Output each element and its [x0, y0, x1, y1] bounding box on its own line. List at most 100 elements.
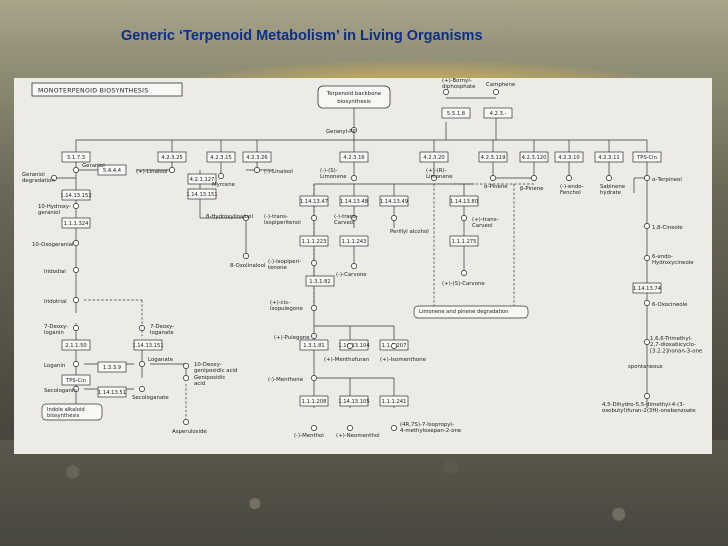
compound-iridotrial[interactable]: Iridotrial	[44, 297, 79, 305]
compound-carvone-m[interactable]: (-)-Carvone	[336, 263, 367, 278]
compound-myrcene[interactable]: Myrcene	[212, 173, 236, 188]
compound-geraniol[interactable]: Geraniol	[73, 163, 105, 173]
compound-node[interactable]	[183, 419, 189, 425]
enzyme-box[interactable]: 1.14.13.51	[97, 386, 127, 398]
enzyme-box[interactable]: 1.14.13.151	[186, 188, 218, 200]
enzyme-box[interactable]: 4.2.3.120	[519, 151, 549, 163]
enzyme-box[interactable]: 1.1.1.223	[299, 235, 329, 247]
compound-node[interactable]	[644, 393, 650, 399]
enzyme-box[interactable]: 1.14.13.104	[338, 339, 370, 351]
compound-iridodial[interactable]: Iridodial	[44, 267, 79, 275]
enzyme-box[interactable]: 4.2.3.-	[483, 107, 513, 119]
compound-node[interactable]	[347, 343, 353, 349]
compound-camphene[interactable]: Camphene	[486, 82, 516, 95]
compound-node[interactable]	[311, 375, 317, 381]
enzyme-box[interactable]: 4.2.3.26	[242, 151, 272, 163]
compound-a-terpineol[interactable]: α-Terpineol	[644, 175, 682, 183]
enzyme-box[interactable]: 1.3.1.81	[299, 339, 329, 351]
enzyme-box[interactable]: 4.2.3.15	[206, 151, 236, 163]
compound-cis-isopulegone[interactable]: (+)-cis-Isopulegone	[270, 300, 317, 312]
compound-fenchol[interactable]: (-)-endo-Fenchol	[560, 175, 584, 196]
compound-node[interactable]	[347, 425, 353, 431]
compound-linalool-m[interactable]: (-)-Linalool	[254, 167, 293, 175]
compound-carveol-m[interactable]: (-)-trans-Carveol	[334, 214, 358, 226]
compound-node[interactable]	[351, 263, 357, 269]
compound-node[interactable]	[461, 270, 467, 276]
compound-node[interactable]	[311, 425, 317, 431]
compound-endo-hydroxy[interactable]: 6-endo-Hydroxycineole	[644, 254, 694, 266]
compound-geranyl-pp[interactable]: Geranyl-PP	[326, 127, 357, 135]
compound-node[interactable]	[73, 167, 79, 173]
compound-limonene-s[interactable]: (-)-(S)-Limonene	[320, 168, 357, 181]
enzyme-box[interactable]: 5.5.1.8	[441, 107, 471, 119]
enzyme-box[interactable]: 4.2.3.11	[594, 151, 624, 163]
enzyme-box[interactable]: 1.14.13.49	[379, 195, 409, 207]
compound-node[interactable]	[311, 305, 317, 311]
compound-node[interactable]	[644, 300, 650, 306]
compound-carveol-p[interactable]: (+)-trans-Carveol	[461, 215, 499, 229]
compound-node[interactable]	[644, 175, 650, 181]
compound-node[interactable]	[243, 215, 249, 221]
enzyme-box[interactable]: 1.1.1.243	[339, 235, 369, 247]
compound-node[interactable]	[218, 173, 224, 179]
compound-perillyl[interactable]: Perillyl alcohol	[390, 215, 429, 235]
compound-node[interactable]	[566, 175, 572, 181]
compound-node[interactable]	[73, 267, 79, 273]
compound-node[interactable]	[493, 89, 499, 95]
enzyme-box[interactable]: TPS-Cin	[61, 374, 91, 386]
compound-neomenthol[interactable]: (+)-Neomenthol	[336, 425, 380, 439]
enzyme-box[interactable]: 4.2.3.119	[478, 151, 508, 163]
enzyme-box[interactable]: 1.14.13.47	[299, 195, 329, 207]
compound-node[interactable]	[351, 175, 357, 181]
compound-menthol[interactable]: (-)-Menthol	[294, 425, 324, 439]
compound-node[interactable]	[391, 215, 397, 221]
compound-deoxyloganin[interactable]: 7-Deoxy-loganin	[44, 324, 79, 336]
compound-a-pinene[interactable]: α-Pinene	[484, 175, 508, 190]
compound-node[interactable]	[644, 255, 650, 261]
compound-secologanate[interactable]: Secologanate	[132, 386, 169, 401]
compound-node[interactable]	[391, 425, 397, 431]
compound-asperuloside[interactable]: Asperuloside	[172, 419, 207, 435]
compound-node[interactable]	[183, 375, 189, 381]
compound-cineole[interactable]: 1,8-Cineole	[644, 223, 683, 231]
compound-node[interactable]	[183, 363, 189, 369]
compound-node[interactable]	[51, 175, 57, 181]
compound-node[interactable]	[311, 333, 317, 339]
enzyme-box[interactable]: 1.1.1.275	[449, 235, 479, 247]
compound-hydroxylinalool[interactable]: 8-Hydroxylinalool	[206, 214, 253, 221]
backbone-box[interactable]: Terpenoid backbone biosynthesis	[317, 85, 391, 109]
compound-pulegone[interactable]: (+)-Pulegone	[274, 333, 317, 341]
enzyme-box[interactable]: 1.1.1.324	[61, 217, 91, 229]
compound-menthone[interactable]: (-)-Menthone	[268, 375, 317, 383]
compound-node[interactable]	[431, 175, 437, 181]
enzyme-box[interactable]: 3.1.7.3	[61, 151, 91, 163]
enzyme-box[interactable]: 1.14.13.80	[449, 195, 479, 207]
enzyme-box[interactable]: 1.3.1.82	[305, 275, 335, 287]
compound-oxocineole[interactable]: 6-Oxocineole	[644, 300, 688, 308]
enzyme-box[interactable]: 4.2.3.16	[339, 151, 369, 163]
compound-dihydro[interactable]: 4,5-Dihydro-5,5-dimethyl-4-(3-oxobutyl)f…	[602, 393, 696, 414]
compound-secologanin[interactable]: Secologanin	[44, 386, 79, 394]
compound-node[interactable]	[644, 339, 650, 345]
enzyme-box[interactable]: 1.14.13.152	[60, 189, 92, 201]
compound-bornyl[interactable]: (+)-Bornyl-diphosphate	[442, 78, 476, 95]
compound-deoxygeniposidic[interactable]: 10-Deoxy-geniposidic acid	[183, 362, 237, 374]
enzyme-box[interactable]: 4.2.3.25	[157, 151, 187, 163]
enzyme-box[interactable]: 1.14.13.105	[338, 395, 370, 407]
compound-node[interactable]	[461, 215, 467, 221]
compound-node[interactable]	[606, 175, 612, 181]
enzyme-box[interactable]: 4.2.3.10	[554, 151, 584, 163]
compound-loganin[interactable]: Loganin	[44, 361, 79, 369]
compound-node[interactable]	[73, 361, 79, 367]
compound-b-pinene[interactable]: β-Pinene	[520, 175, 544, 192]
compound-node[interactable]	[139, 386, 145, 392]
enzyme-box[interactable]: 1.14.13.74	[632, 282, 662, 294]
compound-node[interactable]	[443, 89, 449, 95]
compound-oxolinalool[interactable]: 8-Oxolinalool	[230, 253, 265, 269]
compound-node[interactable]	[490, 175, 496, 181]
compound-loganate[interactable]: Loganate	[139, 357, 174, 367]
